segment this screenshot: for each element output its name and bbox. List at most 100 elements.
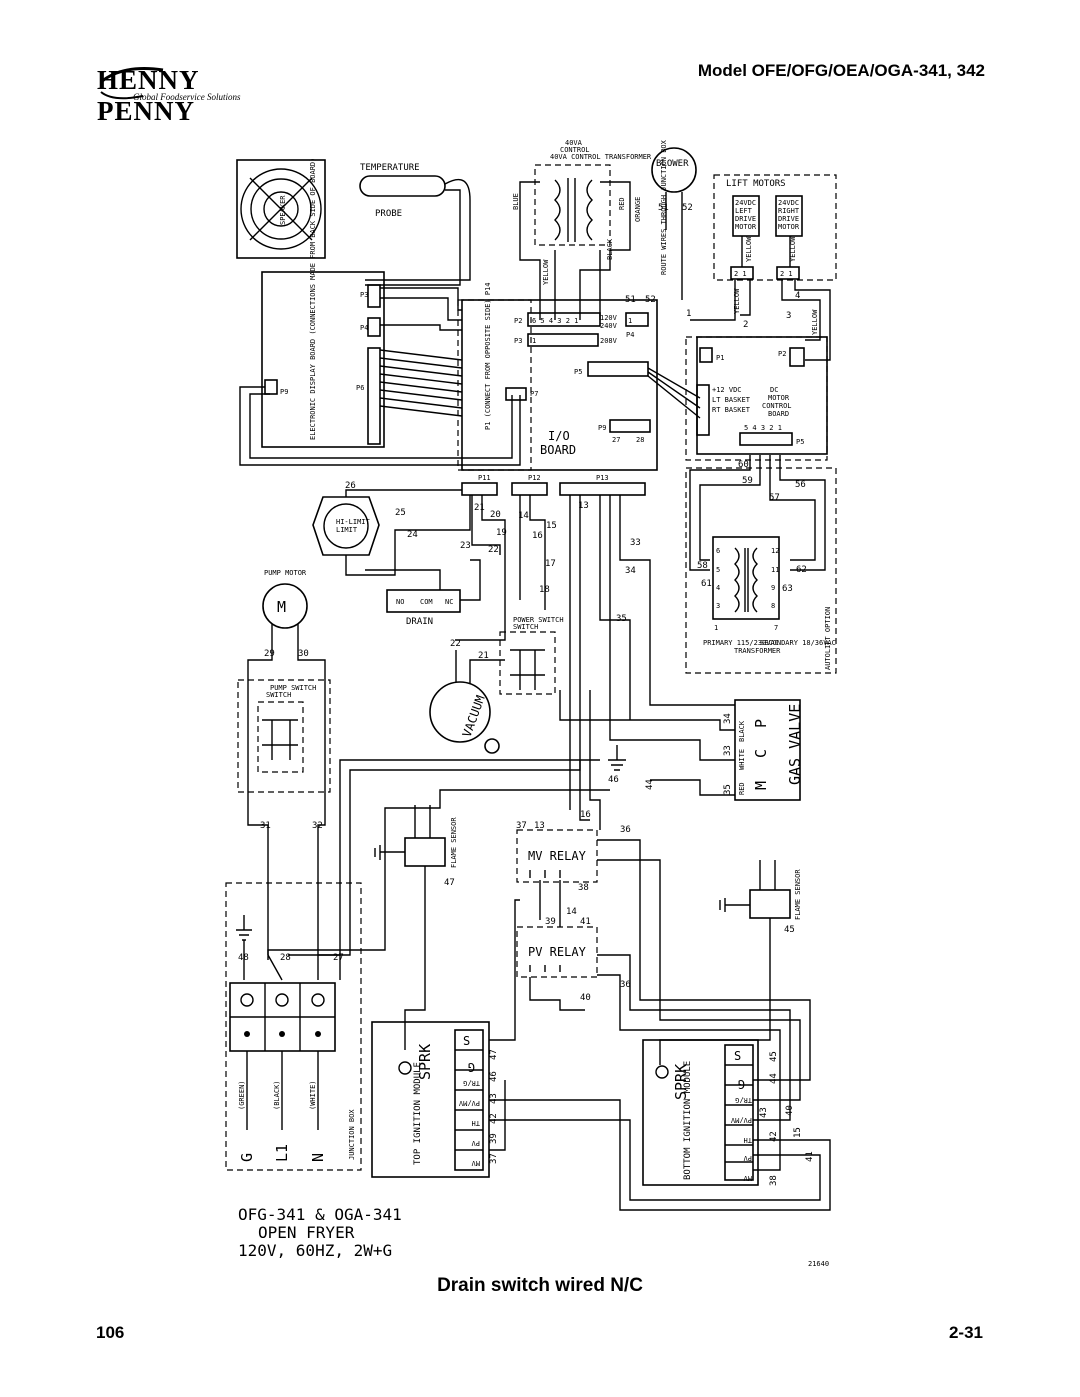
svg-text:DRIVE: DRIVE: [735, 215, 756, 223]
title-line-3: 120V, 60HZ, 2W+G: [238, 1241, 392, 1260]
pv-relay: PV RELAY 39 41 14 36 40: [516, 907, 631, 1003]
svg-text:7: 7: [774, 624, 778, 632]
svg-text:28: 28: [280, 953, 291, 963]
svg-text:YELLOW: YELLOW: [811, 309, 819, 335]
svg-text:43: 43: [489, 1093, 499, 1104]
io-label: I/O: [548, 429, 570, 443]
svg-text:27: 27: [612, 436, 620, 444]
wire-black: BLACK: [738, 720, 746, 742]
probe-label: PROBE: [375, 209, 402, 219]
svg-text:21: 21: [474, 503, 485, 513]
svg-text:1: 1: [532, 337, 536, 345]
transformer-label: 40VA CONTROL TRANSFORMER: [550, 153, 652, 161]
svg-text:6 5 4 3 2 1: 6 5 4 3 2 1: [532, 317, 578, 325]
svg-text:37: 37: [489, 1153, 499, 1164]
color-black: (BLACK): [273, 1080, 281, 1110]
svg-text:20: 20: [490, 510, 501, 520]
svg-text:22: 22: [450, 639, 461, 649]
svg-text:8: 8: [771, 602, 775, 610]
mv-relay: MV RELAY 37 13 16 36 38: [516, 810, 631, 893]
top-term-trg: TR/G: [463, 1079, 480, 1087]
svg-text:24: 24: [407, 530, 418, 540]
svg-text:34: 34: [723, 713, 733, 724]
svg-text:25: 25: [395, 508, 406, 518]
lift-motors: LIFT MOTORS 24VDC LEFT DRIVE MOTOR 24VDC…: [686, 174, 837, 361]
control-transformer: 40VA CONTROL 40VA CONTROL TRANSFORMER BL…: [512, 139, 652, 320]
svg-text:47: 47: [444, 878, 455, 888]
svg-text:40VA: 40VA: [565, 139, 583, 147]
svg-text:13: 13: [534, 821, 545, 831]
speaker-icon: SPEAKER: [236, 159, 326, 259]
wire-white: WHITE: [738, 749, 746, 770]
svg-text:YELLOW: YELLOW: [745, 236, 753, 262]
drain-switch: NO COM NC DRAIN: [365, 559, 481, 627]
svg-text:RIGHT: RIGHT: [778, 207, 800, 215]
top-flame-sensor-label: FLAME SENSOR: [450, 817, 458, 868]
svg-text:28: 28: [636, 436, 644, 444]
svg-text:39: 39: [489, 1133, 499, 1144]
hi-limit: 26 HI-LIMIT LIMIT 25 24 23 22 21 20 14 1…: [312, 481, 735, 821]
svg-text:19: 19: [496, 528, 507, 538]
top-term-g: G: [468, 1060, 475, 1074]
svg-text:46: 46: [608, 775, 619, 785]
svg-text:COM: COM: [420, 598, 433, 606]
logo-swoosh-icon: [100, 67, 164, 100]
top-term-th: TH: [472, 1119, 480, 1127]
autolift-option-label: AUTOLIFT OPTION: [824, 607, 832, 670]
svg-text:P5: P5: [574, 368, 582, 376]
top-sprk-label: SPRK: [416, 1044, 434, 1080]
svg-text:61: 61: [701, 579, 712, 589]
page-number-left: 106: [96, 1323, 125, 1342]
svg-text:13: 13: [578, 501, 589, 511]
svg-text:BOARD: BOARD: [768, 410, 789, 418]
svg-text:DRIVE: DRIVE: [778, 215, 799, 223]
svg-text:42: 42: [769, 1131, 779, 1142]
svg-text:62: 62: [796, 565, 807, 575]
blower-label: BLOWER: [656, 159, 689, 169]
transformer-name: TRANSFORMER: [734, 647, 781, 655]
svg-text:4: 4: [795, 291, 800, 301]
svg-text:56: 56: [795, 480, 806, 490]
svg-text:2: 2: [743, 320, 748, 330]
svg-text:16: 16: [532, 531, 543, 541]
dc-pin-lt: LT BASKET: [712, 396, 751, 404]
svg-text:52: 52: [645, 295, 656, 305]
svg-text:16: 16: [580, 810, 591, 820]
svg-text:57: 57: [769, 493, 780, 503]
voltage-240: 240V: [600, 322, 618, 330]
svg-text:36: 36: [620, 980, 631, 990]
top-term-pv: PV: [471, 1139, 480, 1147]
top-ignition-module: S G TR/G PV/MV TH PV MV SPRK TOP IGNITIO…: [371, 899, 520, 1178]
svg-text:P12: P12: [528, 474, 541, 482]
logo-tagline: Global Foodservice Solutions: [133, 92, 241, 102]
svg-text:P9: P9: [280, 388, 288, 396]
svg-text:CONTROL: CONTROL: [762, 402, 792, 410]
svg-text:P2: P2: [514, 317, 522, 325]
terminal-l1: L1: [273, 1144, 291, 1162]
bottom-flame-sensor-label: FLAME SENSOR: [794, 869, 802, 920]
temperature-probe: TEMPERATURE PROBE: [359, 163, 471, 286]
svg-text:39: 39: [545, 917, 556, 927]
lift-motors-label: LIFT MOTORS: [726, 179, 786, 189]
title-line-2: OPEN FRYER: [258, 1223, 355, 1242]
title-block: OFG-341 & OGA-341 OPEN FRYER 120V, 60HZ,…: [238, 1205, 829, 1268]
pump-switch-label: PUMP SWITCH: [270, 684, 316, 692]
top-term-s: S: [463, 1034, 470, 1048]
svg-text:22: 22: [488, 545, 499, 555]
pump-motor: PUMP MOTOR M 29 30 31 32: [247, 569, 326, 960]
svg-text:LEFT: LEFT: [735, 207, 753, 215]
svg-text:63: 63: [782, 584, 793, 594]
title-line-1: OFG-341 & OGA-341: [238, 1205, 402, 1224]
gas-valve-label: GAS VALVE: [786, 704, 804, 785]
svg-text:29: 29: [264, 649, 275, 659]
gas-valve-c: C: [752, 749, 770, 758]
svg-text:MOTOR: MOTOR: [735, 223, 757, 231]
pv-relay-label: PV RELAY: [528, 945, 587, 959]
svg-text:32: 32: [312, 821, 323, 831]
svg-text:P4: P4: [360, 324, 368, 332]
voltage-208: 208V: [600, 337, 618, 345]
svg-text:NC: NC: [445, 598, 453, 606]
motor-symbol: M: [277, 598, 286, 616]
voltage-120: 120V: [600, 314, 618, 322]
